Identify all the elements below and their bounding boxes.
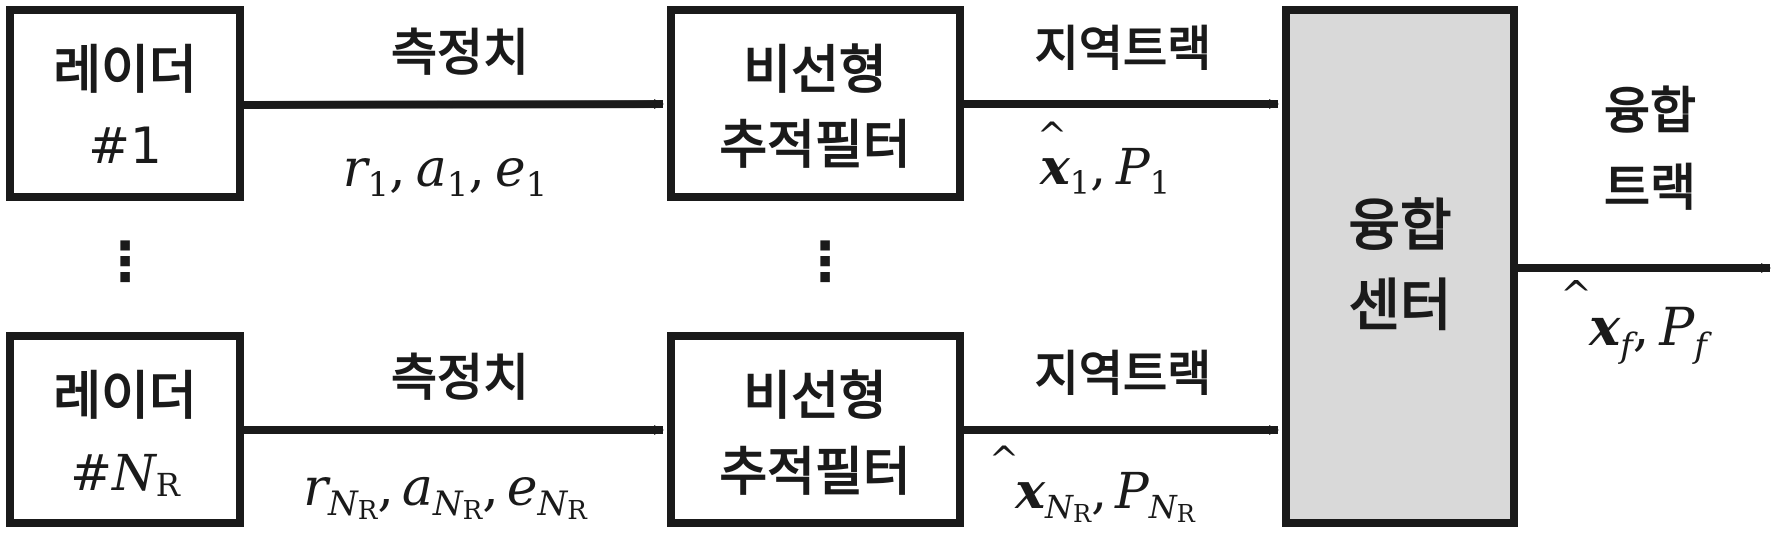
fusion-track-math: xf,Pf [1588,297,1712,366]
fusion-track-label-line2: 트랙 [1604,159,1696,217]
fusion-track-label-line1: 융합 [1604,82,1696,140]
local-track-1-label: 지역트랙 [1035,21,1212,77]
filter-ellipsis: ⋮ [798,230,852,293]
radar-1-node: 레이더 #1 [6,6,244,201]
radar-n-label: 레이더 [53,367,197,427]
filter-1-label-line1: 비선형 [743,41,887,101]
filter-n-node: 비선형 추적필터 [667,332,964,527]
fusion-center-label-line2: 센터 [1348,274,1451,339]
radar-n-index: #NR [70,444,181,504]
radar-1-index: #1 [88,117,162,175]
local-track-n-label: 지역트랙 [1035,346,1212,402]
local-track-n-hat: ^ [989,440,1019,481]
radar-ellipsis: ⋮ [98,230,152,293]
measurement-n-label: 측정치 [391,349,529,407]
local-track-1-hat: ^ [1037,116,1067,157]
local-track-n-math: xNR,PNR [1014,461,1195,528]
filter-1-label-line2: 추적필터 [719,116,910,176]
measurement-1-math: r1,a1,e1 [343,139,548,205]
filter-1-node: 비선형 추적필터 [667,6,964,201]
filter-n-label-line2: 추적필터 [719,443,910,503]
fusion-center-label-line1: 융합 [1348,194,1451,259]
local-track-1-math: x1,P1 [1039,137,1170,202]
measurement-1-label: 측정치 [391,24,529,82]
radar-1-label: 레이더 [53,41,197,101]
radar-n-node: 레이더 #NR [6,332,244,527]
fusion-center-node: 융합 센터 [1282,6,1518,527]
arrow-radar1-to-filter1 [243,99,664,110]
measurement-n-math: rNR,aNR,eNR [303,458,588,526]
fusion-track-hat: ^ [1560,273,1592,317]
filter-n-label-line1: 비선형 [743,367,887,427]
